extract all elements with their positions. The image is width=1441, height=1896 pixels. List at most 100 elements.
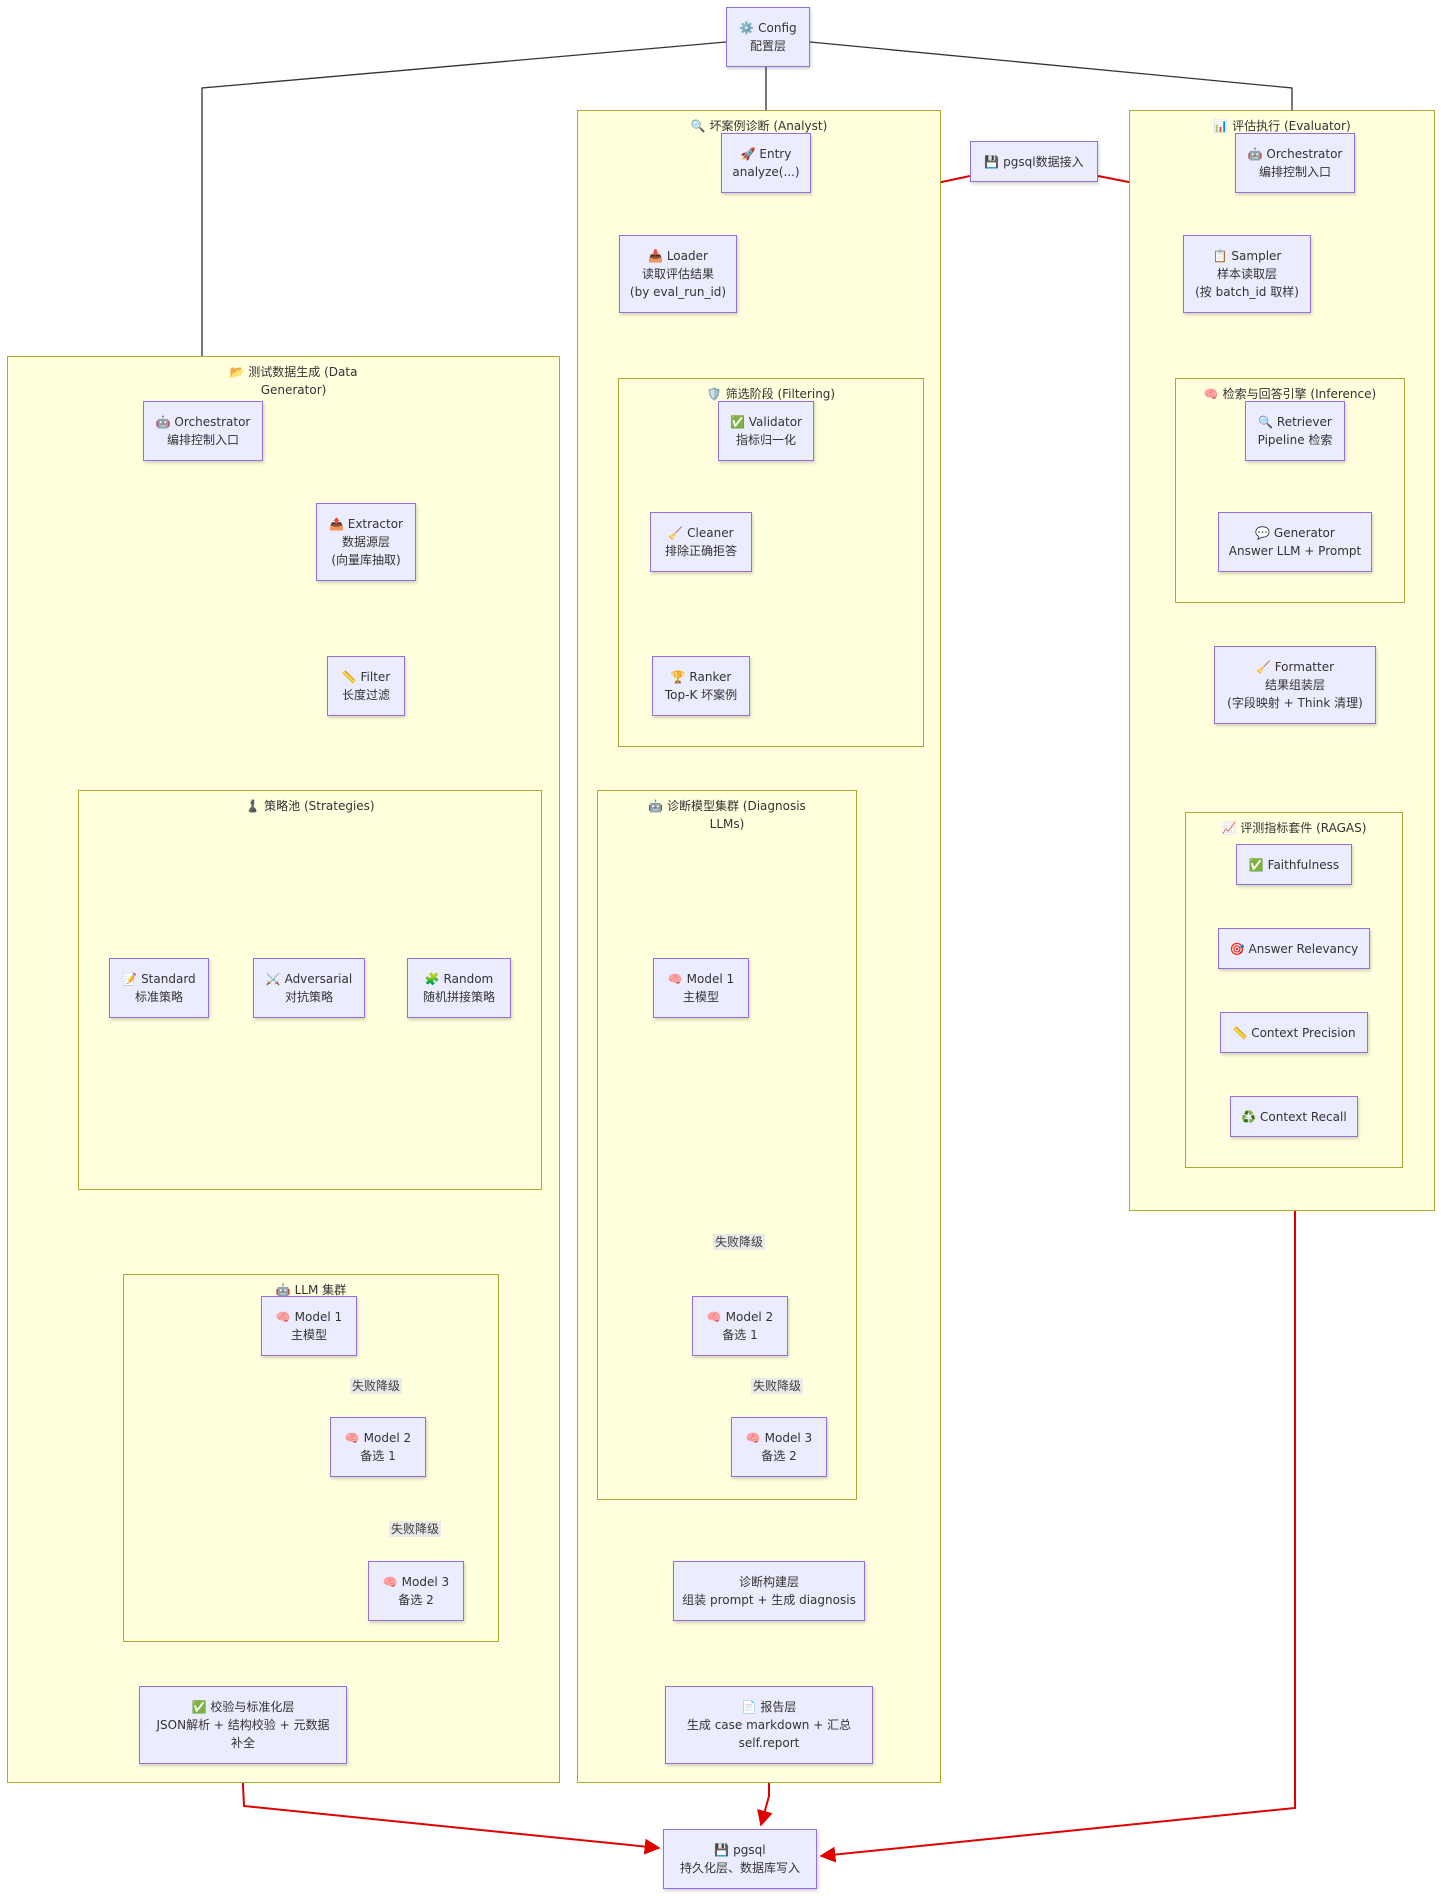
node-title: 💾 pgsql [714,1843,766,1857]
cleaner-node[interactable]: 🧹 Cleaner 排除正确拒答 [650,512,752,572]
diagnosis-model-2-node[interactable]: 🧠 Model 2 备选 1 [692,1296,788,1356]
node-title: 🧠 Model 1 [667,972,735,986]
context-recall-node[interactable]: ♻️ Context Recall [1230,1096,1358,1137]
diagnosis-builder-node[interactable]: 诊断构建层组装 prompt + 生成 diagnosis [673,1561,865,1621]
node-subtitle: 持久化层、数据库写入 [679,1861,800,1875]
node-title: 📝 Standard [122,972,196,986]
node-title: 🔍 Retriever [1258,415,1332,429]
node-title: ✅ 校验与标准化层 [191,1700,295,1714]
node-subtitle: Pipeline 检索 [1257,433,1333,447]
node-subtitle: 编排控制入口 [1258,165,1331,179]
node-subtitle: 对抗策略 [284,990,333,1004]
cluster-title: 🤖 诊断模型集群 (Diagnosis LLMs) [648,799,806,831]
validator-node[interactable]: ✅ Validator 指标归一化 [718,401,814,461]
cluster-title: ♟️ 策略池 (Strategies) [245,799,375,813]
node-subtitle: 备选 2 [761,1449,797,1463]
node-subtitle: 配置层 [749,39,786,53]
node-title: 🧩 Random [424,972,494,986]
standard-strategy-node[interactable]: 📝 Standard 标准策略 [109,958,209,1018]
cluster-title: 📊 评估执行 (Evaluator) [1213,119,1351,133]
node-subtitle: 生成 case markdown + 汇总 [686,1718,852,1732]
node-subtitle: 排除正确拒答 [664,544,737,558]
diagnosis-model-3-node[interactable]: 🧠 Model 3 备选 2 [731,1417,827,1477]
faithfulness-node[interactable]: ✅ Faithfulness [1236,844,1352,885]
pgsql-input-node[interactable]: 💾 pgsql数据接入 [970,141,1098,182]
node-subtitle: 标准策略 [134,990,183,1004]
loader-node[interactable]: 📥 Loader 读取评估结果 (by eval_run_id) [619,235,737,313]
node-subtitle: 组装 prompt + 生成 diagnosis [682,1593,856,1607]
config-node[interactable]: ⚙️ Config 配置层 [726,7,810,67]
node-title: 🧠 Model 3 [745,1431,813,1445]
node-subtitle: 结果组装层 [1264,678,1325,692]
node-subtitle: 长度过滤 [341,688,390,702]
node-subtitle: 编排控制入口 [166,433,239,447]
node-title: ✅ Validator [729,415,802,429]
cluster-title: 🛡️ 筛选阶段 (Filtering) [706,387,836,401]
edge-label-fallback: 失败降级 [751,1378,804,1394]
node-subtitle: 读取评估结果 [641,267,714,281]
node-title: 📏 Context Precision [1232,1025,1356,1040]
node-detail: (向量库抽取) [331,553,401,567]
extractor-node[interactable]: 📤 Extractor 数据源层 (向量库抽取) [316,503,416,581]
node-detail: (字段映射 + Think 清理) [1227,696,1363,710]
node-title: 🧹 Cleaner [668,526,734,540]
flow-edge [819,1168,1296,1863]
node-subtitle: 备选 1 [722,1328,758,1342]
node-title: ♻️ Context Recall [1241,1109,1347,1124]
edge-label-fallback: 失败降级 [350,1378,403,1394]
cluster-diagnosis: 🤖 诊断模型集群 (Diagnosis LLMs) [597,790,857,1500]
node-subtitle: JSON解析 + 结构校验 + 元数据 [156,1718,330,1732]
node-title: 📥 Loader [648,249,708,263]
node-title: 🤖 Orchestrator [155,415,251,429]
cluster-title: 📂 测试数据生成 (Data Generator) [229,365,358,397]
generator-model-2-node[interactable]: 🧠 Model 2 备选 1 [330,1417,426,1477]
node-title: ✅ Faithfulness [1248,857,1340,872]
node-subtitle: 备选 1 [360,1449,396,1463]
context-precision-node[interactable]: 📏 Context Precision [1220,1012,1368,1053]
node-detail: (by eval_run_id) [629,285,727,299]
node-title: 诊断构建层 [738,1575,799,1589]
node-subtitle: Top-K 坏案例 [664,688,738,702]
node-detail: (按 batch_id 取样) [1195,285,1299,299]
generator-model-3-node[interactable]: 🧠 Model 3 备选 2 [368,1561,464,1621]
node-title: 🧠 Model 1 [275,1310,343,1324]
node-title: 🏆 Ranker [670,670,732,684]
node-title: 💾 pgsql数据接入 [984,154,1084,169]
cluster-title: 🧠 检索与回答引擎 (Inference) [1203,387,1377,401]
cluster-title: 🤖 LLM 集群 [275,1283,347,1297]
node-title: 📤 Extractor [328,517,403,531]
node-title: 🧹 Formatter [1255,660,1335,674]
node-subtitle: 指标归一化 [735,433,796,447]
formatter-node[interactable]: 🧹 Formatter 结果组装层 (字段映射 + Think 清理) [1214,646,1376,724]
node-subtitle: 备选 2 [398,1593,434,1607]
node-subtitle: 数据源层 [341,535,390,549]
node-title: ⚙️ Config [739,21,797,35]
cluster-title: 📈 评测指标套件 (RAGAS) [1221,821,1367,835]
edge-label-fallback: 失败降级 [389,1521,442,1537]
cluster-title: 🔍 坏案例诊断 (Analyst) [690,119,828,133]
node-title: 🎯 Answer Relevancy [1229,941,1359,956]
node-title: 🧠 Model 2 [706,1310,774,1324]
node-detail: self.report [738,1736,800,1750]
generator-orchestrator-node[interactable]: 🤖 Orchestrator 编排控制入口 [143,401,263,461]
edge-label-fallback: 失败降级 [713,1234,766,1250]
node-subtitle: 样本读取层 [1216,267,1277,281]
node-subtitle: Answer LLM + Prompt [1228,544,1362,558]
node-title: 🧠 Model 3 [382,1575,450,1589]
node-title: 🧠 Model 2 [344,1431,412,1445]
pgsql-persist-node[interactable]: 💾 pgsql 持久化层、数据库写入 [663,1829,817,1889]
answer-relevancy-node[interactable]: 🎯 Answer Relevancy [1218,928,1370,969]
